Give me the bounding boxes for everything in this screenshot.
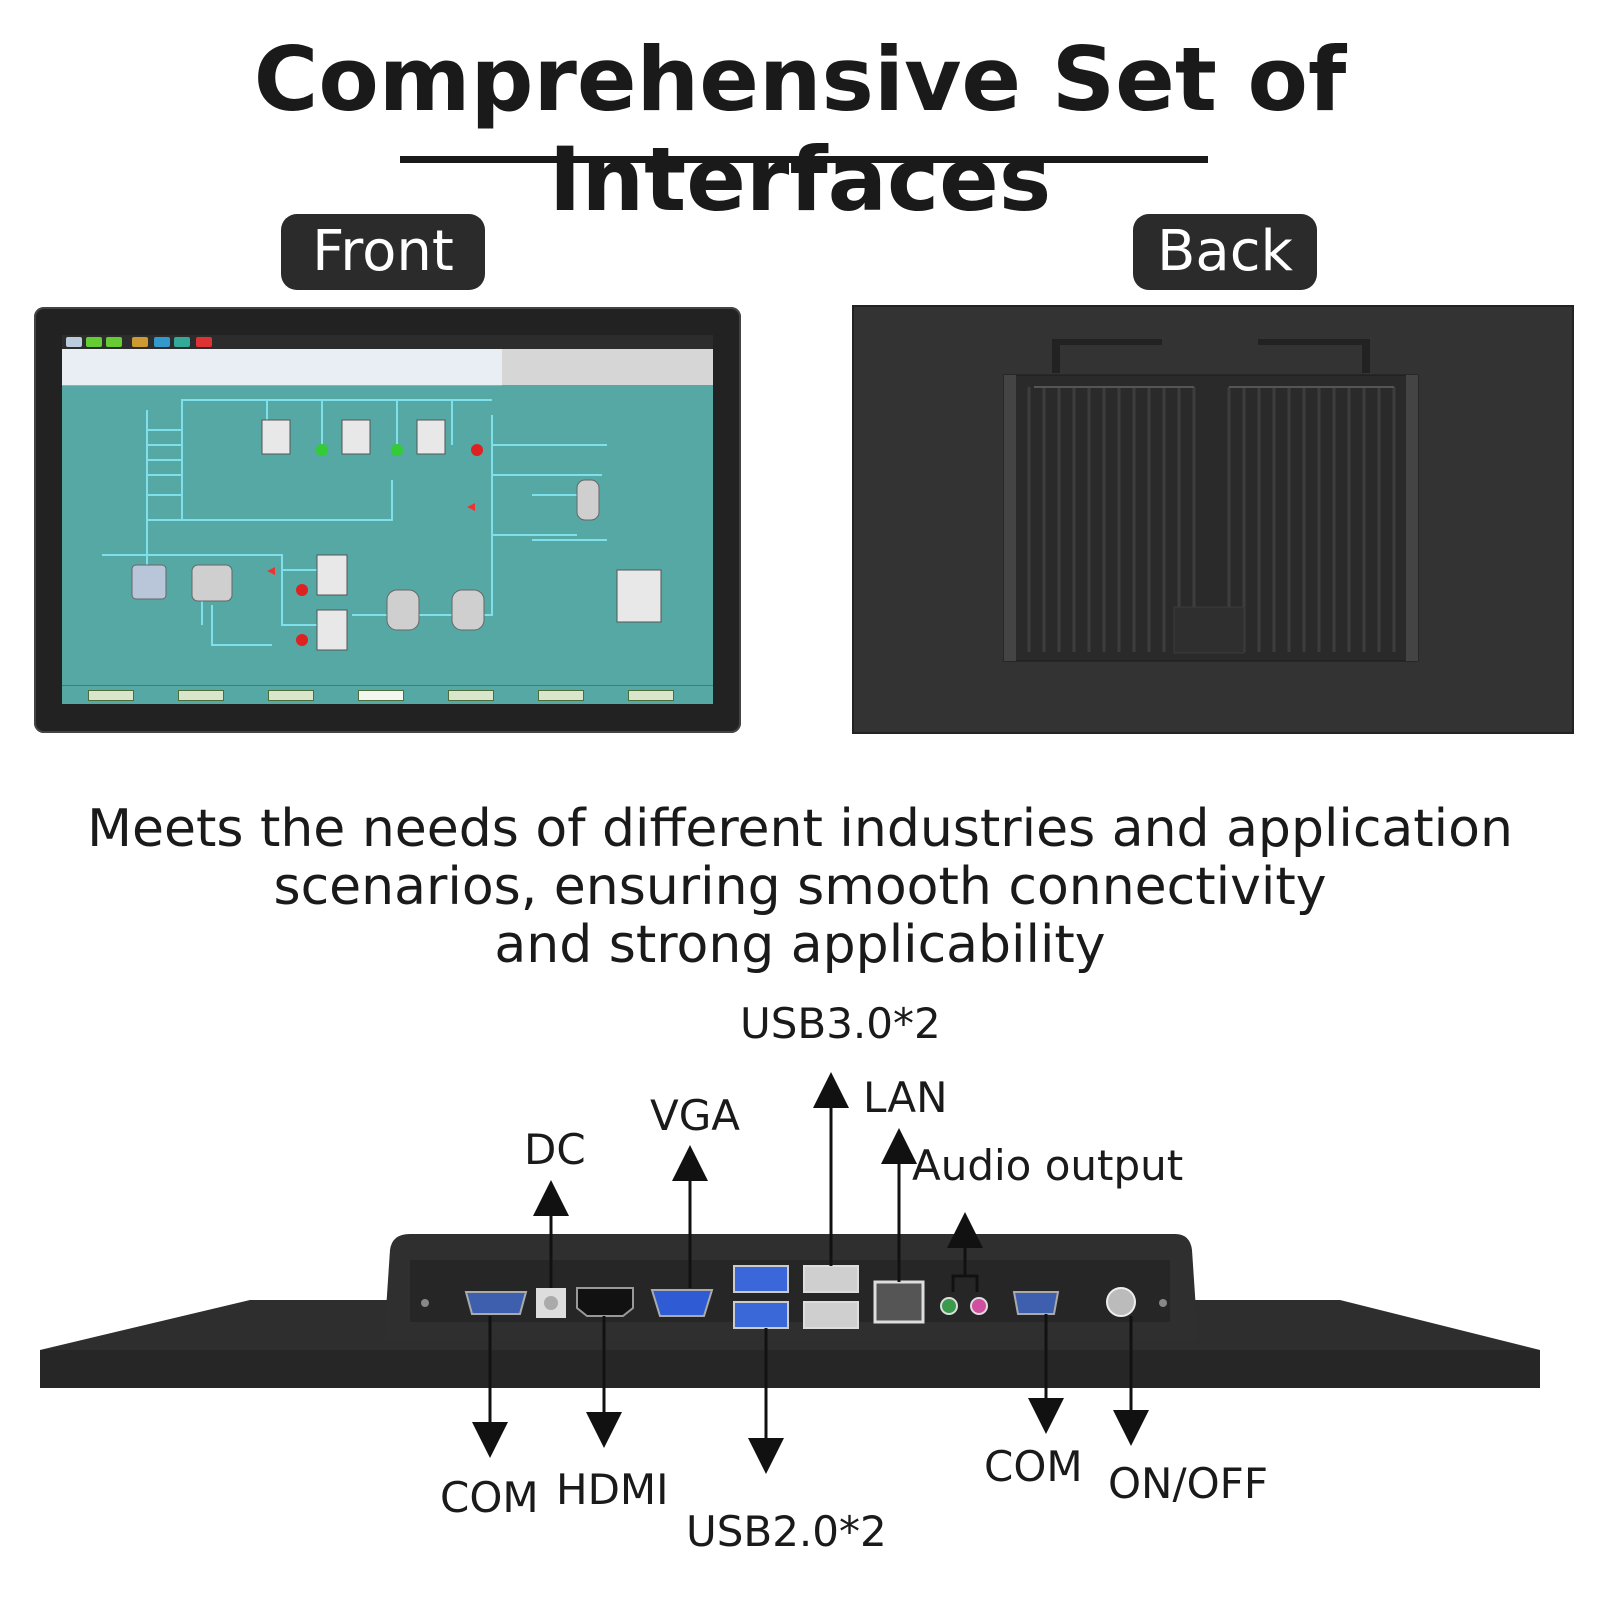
scada-screen-graphic xyxy=(62,335,713,704)
title-underline xyxy=(400,156,1208,163)
lan-label: LAN xyxy=(863,1073,948,1122)
page-title: Comprehensive Set of Interfaces xyxy=(253,28,1347,231)
screen-panel-graphic xyxy=(502,349,713,385)
screen-toolbar-graphic xyxy=(62,335,713,349)
back-label-badge: Back xyxy=(1133,214,1317,290)
com-left-label: COM xyxy=(440,1473,539,1522)
screen-table-graphic xyxy=(62,349,502,386)
com-right-label: COM xyxy=(984,1442,1083,1491)
screen-bottom-buttons-graphic xyxy=(62,685,713,704)
usb2-label: USB2.0*2 xyxy=(686,1507,887,1556)
hdmi-label: HDMI xyxy=(556,1465,669,1514)
usb3-label: USB3.0*2 xyxy=(740,999,941,1048)
device-side-graphic xyxy=(40,1072,1540,1474)
vga-label: VGA xyxy=(650,1091,741,1140)
description-text: Meets the needs of different industries … xyxy=(0,800,1600,974)
back-view-image xyxy=(852,305,1574,734)
dc-label: DC xyxy=(524,1125,586,1174)
description-line-3: and strong applicability xyxy=(494,915,1106,975)
port-diagram: USB3.0*2 LAN VGA DC Audio output COM HDM… xyxy=(0,1000,1600,1600)
on-off-label: ON/OFF xyxy=(1108,1459,1269,1508)
description-line-2: scenarios, ensuring smooth connectivity xyxy=(273,857,1327,917)
audio-output-label: Audio output xyxy=(912,1141,1184,1190)
heatsink-graphic xyxy=(1003,339,1419,662)
description-line-1: Meets the needs of different industries … xyxy=(87,799,1513,859)
front-label-badge: Front xyxy=(281,214,485,290)
process-diagram-graphic xyxy=(102,399,662,651)
front-view-image xyxy=(34,307,741,733)
